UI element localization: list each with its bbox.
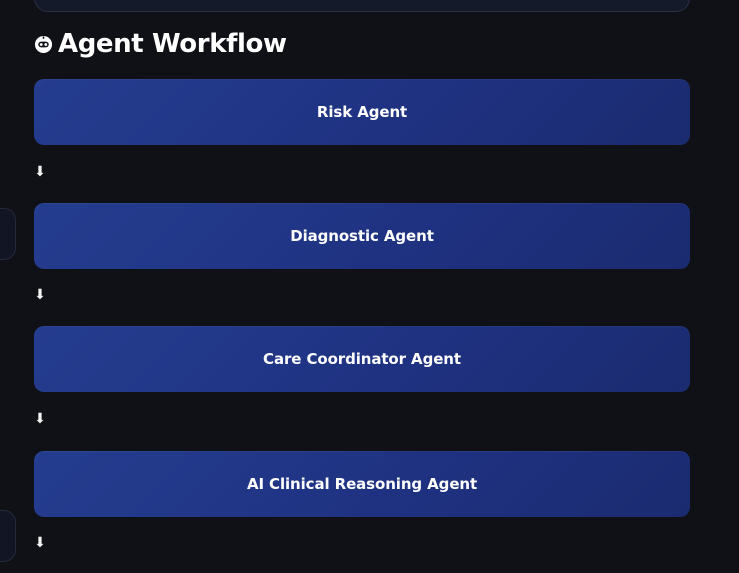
agent-card-diagnostic: Diagnostic Agent [34,203,690,269]
section-title: Agent Workflow [34,27,287,61]
previous-section-card [34,0,690,12]
down-arrow-icon: ⬇ [34,287,46,303]
agent-label: Risk Agent [316,103,408,121]
down-arrow-icon: ⬇ [34,164,46,180]
sidebar-edge-card [0,510,16,562]
agent-card-ai-clinical-reasoning: AI Clinical Reasoning Agent [34,451,690,517]
agent-label: Diagnostic Agent [290,227,434,245]
robot-face-icon [34,35,53,53]
agent-label: Care Coordinator Agent [263,350,461,368]
sidebar-edge-card [0,208,16,260]
down-arrow-icon: ⬇ [34,535,46,551]
down-arrow-icon: ⬇ [34,411,46,427]
section-title-text: Agent Workflow [58,29,287,59]
agent-card-care-coordinator: Care Coordinator Agent [34,326,690,392]
agent-label: AI Clinical Reasoning Agent [246,475,478,493]
agent-card-risk: Risk Agent [34,79,690,145]
